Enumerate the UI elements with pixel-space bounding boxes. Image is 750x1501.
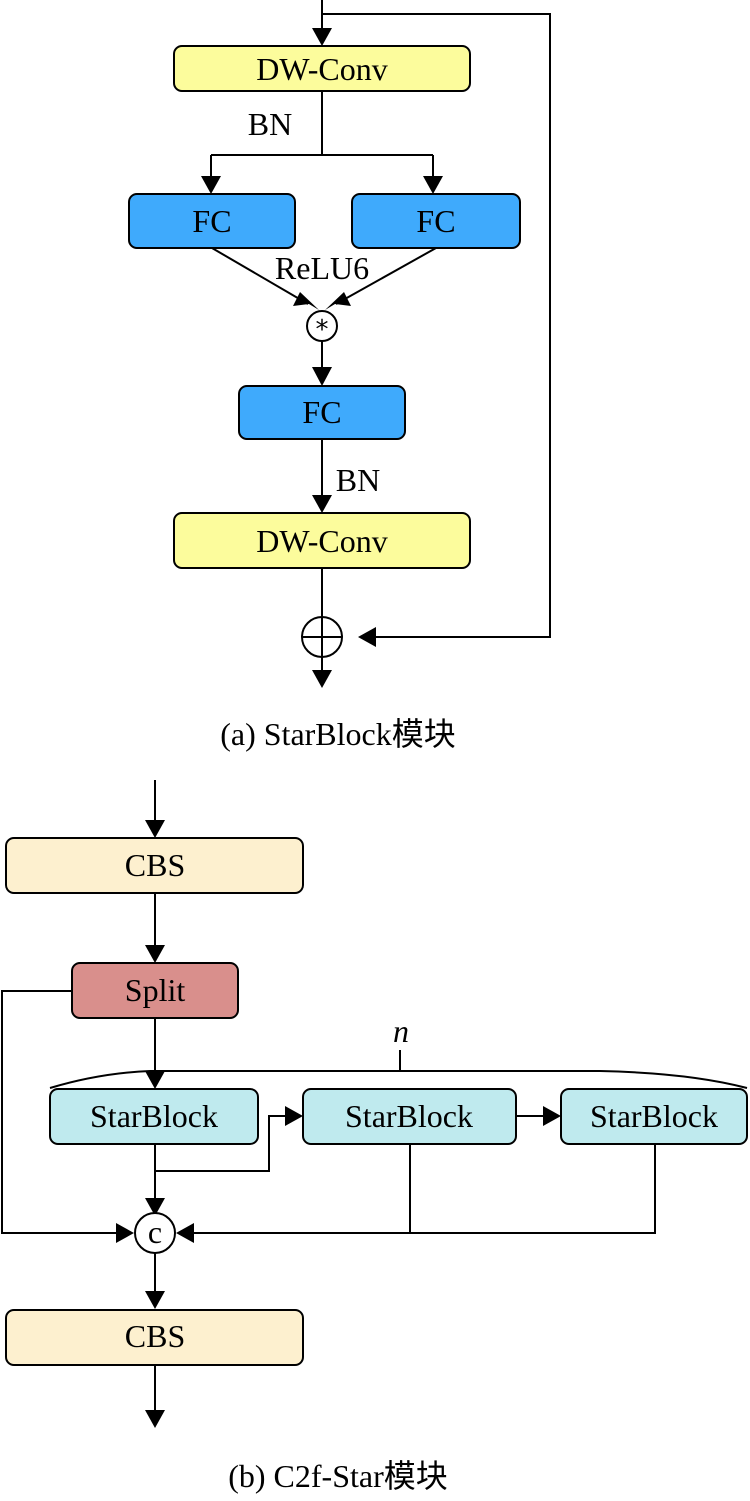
residual-connection [322, 13, 551, 638]
arrowhead-icon [201, 176, 221, 194]
arrowhead-icon [285, 1106, 303, 1126]
bypass-connection [1, 990, 118, 1234]
repeat-n-label: n [393, 1013, 409, 1049]
connector [192, 1144, 656, 1234]
relu6-label: ReLU6 [275, 250, 369, 286]
arrowhead-icon [293, 292, 319, 310]
arrowhead-icon [116, 1223, 134, 1243]
arrowhead-icon [145, 945, 165, 963]
bn-bottom-label: BN [336, 462, 380, 498]
caption-b: (b) C2f-Star模块 [228, 1458, 448, 1494]
concat-label: c [148, 1214, 162, 1250]
caption-a: (a) StarBlock模块 [220, 716, 456, 752]
arrowhead-icon [145, 820, 165, 838]
repeat-brace [49, 1070, 748, 1089]
arrowhead-icon [145, 1410, 165, 1428]
fc-right-label: FC [416, 203, 455, 239]
fc-left-label: FC [192, 203, 231, 239]
starblock-label-3: StarBlock [590, 1098, 718, 1134]
c2f-star-diagram: CBS Split n StarBlock StarBlock StarBloc… [1, 780, 748, 1494]
arrowhead-icon [423, 176, 443, 194]
arrowhead-icon [312, 495, 332, 513]
cbs-top-label: CBS [125, 847, 185, 883]
dwconv-top-label: DW-Conv [256, 51, 388, 87]
connector [211, 247, 309, 305]
starblock-label-2: StarBlock [345, 1098, 473, 1134]
arrowhead-icon [325, 292, 351, 310]
arrowhead-icon [145, 1198, 165, 1216]
dwconv-bottom-label: DW-Conv [256, 523, 388, 559]
star-op-label: * [316, 315, 329, 345]
arrowhead-icon [176, 1223, 194, 1243]
bn-top-label: BN [248, 106, 292, 142]
arrowhead-icon [312, 367, 332, 386]
starblock-label-1: StarBlock [90, 1098, 218, 1134]
split-label: Split [125, 972, 186, 1008]
connector [335, 247, 437, 305]
fc-mid-label: FC [302, 394, 341, 430]
arrowhead-icon [145, 1071, 165, 1089]
arrowhead-icon [145, 1291, 165, 1309]
arrowhead-icon [312, 28, 332, 46]
starblock-diagram: DW-Conv BN FC FC ReLU6 * FC BN [128, 0, 551, 752]
connector [154, 1115, 287, 1172]
arrowhead-icon [543, 1106, 561, 1126]
cbs-bottom-label: CBS [125, 1318, 185, 1354]
arrowhead-icon [312, 670, 332, 688]
arrowhead-icon [358, 627, 376, 647]
